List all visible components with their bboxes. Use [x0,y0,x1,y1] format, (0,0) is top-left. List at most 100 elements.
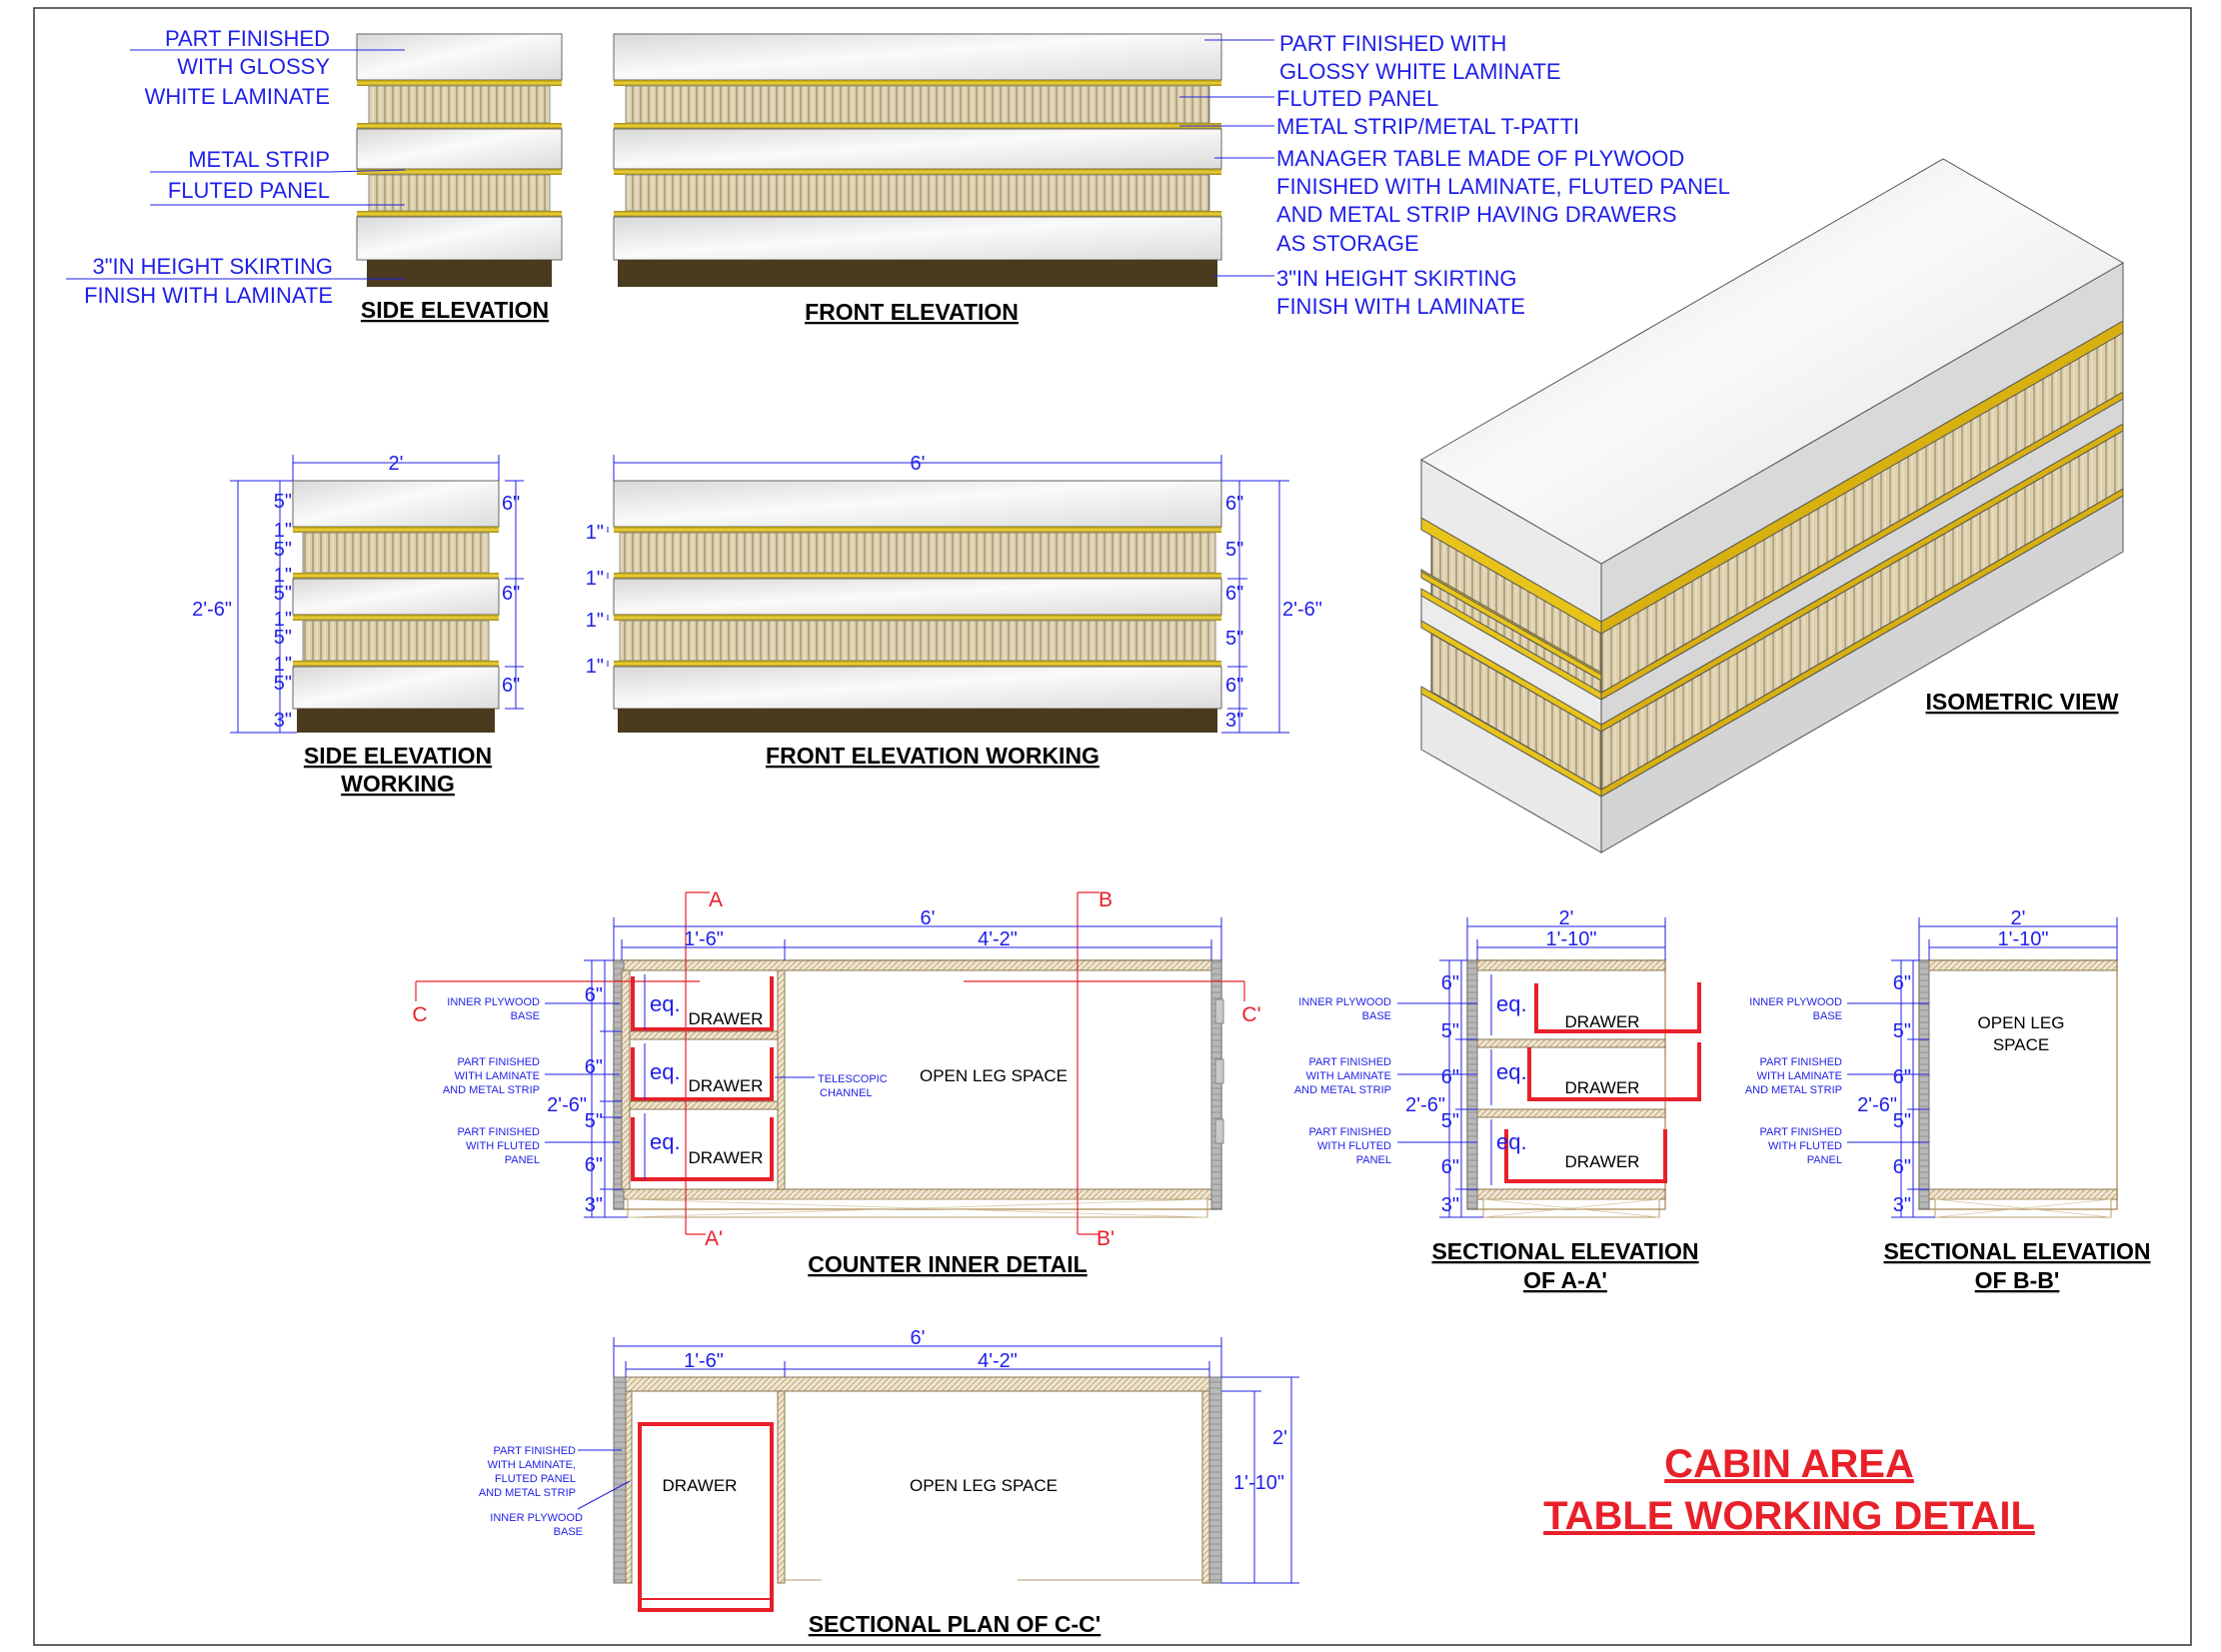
dim-label: 3" [1225,710,1243,732]
note-label: PART FINISHED [457,1056,540,1068]
section-bb-caption: OF B-B' [1975,1267,2060,1293]
callout-text: FINISH WITH LAMINATE [84,283,333,308]
bottom-panel [621,1188,1214,1200]
callout-text: AS STORAGE [1276,231,1419,256]
dim-label: 1" [274,609,292,631]
drawing-subtitle: TABLE WORKING DETAIL [1543,1494,2035,1538]
section-bb-text: 2' 1'-10" 2'-6" 6" 5" 6" 5" 6" 3" OPEN L… [1745,907,2065,1216]
metal-strip [614,615,1221,621]
callout-text: FLUTED PANEL [1276,86,1438,111]
metal-strip [293,661,499,667]
note-label: INNER PLYWOOD [1298,996,1391,1008]
dim-label: 6" [1225,583,1243,605]
note-label: BASE [511,1010,540,1022]
callout-text: 3"IN HEIGHT SKIRTING [93,254,334,279]
fluted-band [302,620,490,662]
section-bb-caption: SECTIONAL ELEVATION [1883,1238,2150,1264]
side-working-caption: SIDE ELEVATION [304,743,492,769]
dim-label: 6" [1441,972,1459,994]
drawer-outline [1534,982,1701,1033]
dim-label: 1" [586,656,604,678]
note-label: WITH LAMINATE, [488,1459,576,1471]
callout-text: GLOSSY WHITE LAMINATE [1279,59,1561,84]
note-label: WITH FLUTED [466,1140,540,1152]
telescopic-label: CHANNEL [820,1087,873,1099]
dim-label: 3" [1893,1194,1911,1216]
dim-label: 5" [1225,628,1243,650]
front-elevation-working [613,480,1222,733]
note-label: AND METAL STRIP [479,1487,576,1499]
dim-label: 5" [1441,1110,1459,1132]
dim-label: 6" [1893,1066,1911,1088]
laminate-band [613,666,1222,710]
iso-metal [1420,571,1602,682]
dim-label: 6" [1893,1156,1911,1178]
callout-text: MANAGER TABLE MADE OF PLYWOOD [1276,146,1684,171]
side-elevation-caption: SIDE ELEVATION [361,297,549,323]
drawer-label: DRAWER [689,1148,764,1167]
eq-label: eq. [650,1059,681,1084]
dim-label: 6" [585,1056,603,1078]
dim-label: 6" [502,675,520,697]
dim-w2: 4'-2" [978,1350,1018,1372]
skirting-strip [627,1198,1208,1218]
callout-text: FINISH WITH LAMINATE [1276,294,1525,319]
fluted-band [619,532,1216,574]
drawer-label: DRAWER [1565,1078,1640,1097]
dim-label: 5" [1893,1020,1911,1042]
dim-label: 6" [585,1154,603,1176]
note-label: PART FINISHED [1759,1056,1842,1068]
note-label: INNER PLYWOOD [1749,996,1842,1008]
metal-strip [293,615,499,621]
side-working-dimensions [230,455,524,734]
section-bb [1847,917,2118,1218]
section-mark-c-prime: C' [1241,1003,1260,1026]
note-label: WITH LAMINATE [455,1070,540,1082]
drawer-label: DRAWER [1565,1152,1640,1171]
dim-w1: 1'-6" [684,928,724,950]
note-label: BASE [1813,1010,1842,1022]
dim-label: 3" [585,1194,603,1216]
section-mark-a: A [709,888,723,911]
dim-label: 5" [274,673,292,695]
fluted-band [302,532,490,574]
dim-label: 6" [502,493,520,515]
laminate-band [613,480,1222,528]
dim-label: 5" [274,539,292,561]
laminate-band [292,666,500,710]
drawer-outline [638,1422,774,1612]
side-working-dim-text: 2' 2'-6" 5" 1" 5" 1" 5" 1" 5" 1" 5" 3" 6… [192,453,520,732]
laminate-band [356,128,563,170]
dim-label: 6" [1225,675,1243,697]
metal-strip [293,527,499,533]
eq-label: eq. [650,1129,681,1154]
callout-text: PART FINISHED WITH [1279,31,1506,56]
drawer-label: DRAWER [689,1009,764,1028]
skirting [618,709,1217,733]
plan-cc [577,1337,1299,1612]
dim-label: 6" [1441,1066,1459,1088]
section-aa-caption: OF A-A' [1523,1267,1607,1293]
skirting [618,260,1217,287]
metal-strip [614,169,1221,175]
note-label: PANEL [1807,1154,1842,1166]
skirting [367,260,552,287]
note-label: WITH FLUTED [1768,1140,1842,1152]
note-label: BASE [554,1526,583,1538]
note-label: AND METAL STRIP [1294,1084,1391,1096]
right-panel [1210,959,1222,1210]
drawer-outline [631,976,774,1031]
note-label: WITH LAMINATE [1757,1070,1842,1082]
dim-width: 6' [911,453,926,475]
dim-inner: 1'-10" [1998,928,2049,950]
laminate-band [356,33,563,81]
callout-text: PART FINISHED [165,26,330,51]
section-mark-b: B [1099,888,1112,911]
drawer-label: DRAWER [663,1476,738,1495]
callout-text: FINISHED WITH LAMINATE, FLUTED PANEL [1276,174,1730,199]
dim-height: 2'-6" [1282,599,1322,621]
section-mark-b-prime: B' [1097,1227,1114,1250]
dim-label: 5" [274,627,292,649]
callout-text: FLUTED PANEL [168,178,330,203]
laminate-band [292,480,500,528]
